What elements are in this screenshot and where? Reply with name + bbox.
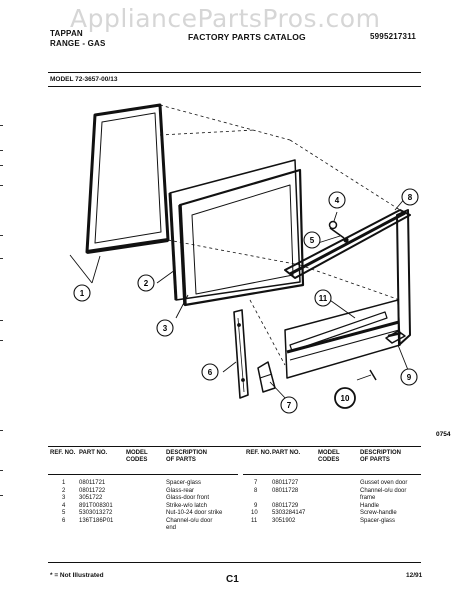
part-screw <box>369 369 377 381</box>
watermark: AppliancePartsPros.com <box>70 4 381 33</box>
model-label: MODEL 72-3657-00/13 <box>50 76 118 83</box>
callout-11 <box>314 289 332 307</box>
callout-label-4: 4 <box>335 196 340 205</box>
callout-1 <box>73 284 91 302</box>
figure-code: 0754 <box>436 431 451 438</box>
col-header-desc: DESCRIPTION OF PARTS <box>166 450 208 463</box>
product-type: RANGE - GAS <box>50 39 106 48</box>
not-illustrated-note: * = Not Illustrated <box>50 572 104 579</box>
catalog-title: FACTORY PARTS CATALOG <box>188 32 306 42</box>
page-number: C1 <box>226 574 239 585</box>
brand: TAPPAN <box>50 29 83 38</box>
leader-lines <box>69 196 409 401</box>
part-channel-door-frame <box>284 209 411 379</box>
callout-2 <box>137 274 155 292</box>
callout-label-8: 8 <box>408 193 413 202</box>
catalog-number: 5995217311 <box>370 32 417 41</box>
part-glass-rear <box>168 159 301 301</box>
part-spacer-glass-frame <box>85 103 170 254</box>
revision-date: 12/91 <box>406 572 423 579</box>
model-divider <box>48 86 421 87</box>
callout-label-5: 5 <box>310 236 315 245</box>
col-header-desc-right: DESCRIPTION OF PARTS <box>360 450 402 463</box>
col-header-ref: REF. NO. <box>50 450 76 456</box>
part-strike <box>328 220 349 243</box>
callout-3 <box>156 319 174 337</box>
part-glass-door-front <box>178 168 305 307</box>
callout-label-6: 6 <box>208 368 213 377</box>
callout-5 <box>303 231 321 249</box>
callout-10 <box>334 387 356 409</box>
diagram-divider <box>48 446 421 447</box>
callout-6 <box>201 363 219 381</box>
col-header-codes: MODEL CODES <box>126 450 148 463</box>
parts-table: REF. NO. PART NO. MODEL CODES DESCRIPTIO… <box>0 450 471 560</box>
callout-4 <box>328 191 346 209</box>
callout-label-2: 2 <box>144 279 149 288</box>
callout-label-1: 1 <box>80 289 85 298</box>
callout-label-11: 11 <box>319 294 328 303</box>
callout-7 <box>280 396 298 414</box>
callout-8 <box>401 188 419 206</box>
col-header-codes-right: MODEL CODES <box>318 450 340 463</box>
col-header-ref-right: REF. NO. <box>246 450 272 456</box>
callout-label-3: 3 <box>163 324 168 333</box>
part-handle <box>385 330 406 344</box>
part-gusset <box>257 361 276 393</box>
part-spacer-bar <box>289 311 388 352</box>
footer-divider <box>48 562 421 563</box>
col-header-part-right: PART NO. <box>272 450 301 456</box>
table-rule-left <box>48 474 238 475</box>
callout-label-10: 10 <box>341 394 350 403</box>
callout-label-7: 7 <box>287 401 292 410</box>
col-header-part: PART NO. <box>79 450 108 456</box>
callout-9 <box>400 368 418 386</box>
header-divider <box>48 72 421 73</box>
exploded-parts-diagram: 1 2 3 4 5 6 7 8 9 10 11 0754 <box>69 103 451 438</box>
table-rule-right <box>243 474 421 475</box>
part-channel-door-end <box>233 309 249 399</box>
callout-label-9: 9 <box>407 373 412 382</box>
